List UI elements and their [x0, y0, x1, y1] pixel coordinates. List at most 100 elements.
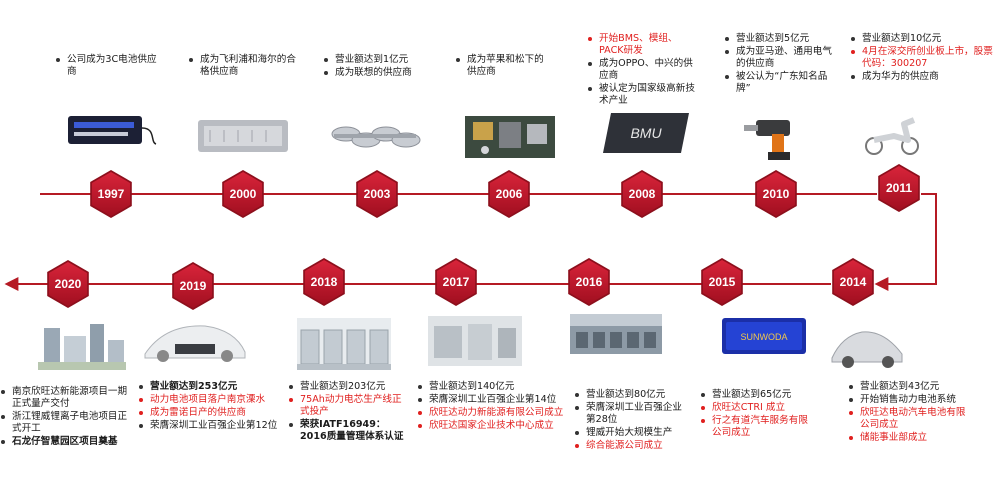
milestone-note: 欣旺达动力新能源有限公司成立 [417, 407, 567, 419]
year-label: 1997 [98, 187, 125, 201]
milestone-note: 被认定为国家级高新技术产业 [587, 83, 697, 107]
milestone-note: 动力电池项目落户南京溧水 [138, 394, 278, 406]
year-hex-2020: 2020 [47, 260, 89, 308]
milestone-note: 行之有道汽车服务有限公司成立 [700, 415, 810, 439]
year-hex-2008: 2008 [621, 170, 663, 218]
hexagon-shape [357, 172, 397, 216]
year-hex-2006: 2006 [488, 170, 530, 218]
milestone-notes-2008: 开始BMS、模组、PACK研发成为OPPO、中兴的供应商被认定为国家级高新技术产… [587, 33, 697, 108]
year-label: 2006 [496, 187, 523, 201]
year-label: 2019 [180, 279, 207, 293]
milestone-note: 4月在深交所创业板上市，股票代码：300207 [850, 46, 998, 70]
bmu-module-image: BMU [603, 113, 689, 153]
year-label: 2016 [576, 275, 603, 289]
milestone-note: 综合能源公司成立 [574, 440, 684, 452]
year-label: 2008 [629, 187, 656, 201]
milestone-note: 营业额达到43亿元 [848, 381, 973, 393]
year-hex-2000: 2000 [222, 170, 264, 218]
year-label: 2015 [709, 275, 736, 289]
year-hexagons: 1997 2000 2003 2006 2008 2010 2011 2014 2015 2016… [47, 164, 920, 310]
hexagon-shape [702, 260, 742, 304]
milestone-note: 开始BMS、模组、PACK研发 [587, 33, 697, 57]
milestone-notes-2000: 成为飞利浦和海尔的合格供应商 [188, 54, 296, 79]
hexagon-shape [223, 172, 263, 216]
year-hex-2003: 2003 [356, 170, 398, 218]
milestone-note: 公司成为3C电池供应商 [55, 54, 163, 78]
milestone-notes-2014: 营业额达到43亿元开始销售动力电池系统欣旺达电动汽车电池有限公司成立储能事业部成… [848, 381, 973, 445]
milestone-note: 营业额达到65亿元 [700, 389, 810, 401]
milestone-note: 储能事业部成立 [848, 432, 973, 444]
milestone-note: 营业额达到80亿元 [574, 389, 684, 401]
milestone-notes-2006: 成为苹果和松下的供应商 [455, 54, 553, 79]
year-hex-2019: 2019 [172, 262, 214, 310]
milestone-notes-2015: 营业额达到65亿元欣旺达CTRI 成立行之有道汽车服务有限公司成立 [700, 389, 810, 440]
ev-chassis-image [144, 325, 246, 362]
hexagon-shape [489, 172, 529, 216]
year-label: 2003 [364, 187, 391, 201]
milestone-notes-2016: 营业额达到80亿元荣膺深圳工业百强企业第28位锂威开始大规模生产综合能源公司成立 [574, 389, 684, 453]
electric-car-image [831, 331, 903, 368]
electric-scooter-image [865, 117, 919, 155]
milestone-note: 成为飞利浦和海尔的合格供应商 [188, 54, 296, 78]
hexagon-shape [833, 260, 873, 304]
year-hex-2011: 2011 [878, 164, 920, 212]
hexagon-shape [173, 264, 213, 308]
milestone-notes-2017: 营业额达到140亿元荣膺深圳工业百强企业第14位欣旺达动力新能源有限公司成立欣旺… [417, 381, 567, 433]
milestone-notes-1997: 公司成为3C电池供应商 [55, 54, 163, 79]
milestone-note: 营业额达到140亿元 [417, 381, 567, 393]
hexagon-shape [436, 260, 476, 304]
year-hex-1997: 1997 [90, 170, 132, 218]
milestone-note: 75Ah动力电芯生产线正式投产 [288, 394, 410, 418]
milestone-note: 成为OPPO、中兴的供应商 [587, 58, 697, 82]
hexagon-shape [879, 166, 919, 210]
power-drill-image [744, 120, 790, 160]
hexagon-shape [622, 172, 662, 216]
milestone-note: 浙江锂威锂离子电池项目正式开工 [0, 411, 130, 435]
factory-line-image [297, 318, 391, 370]
milestone-note: 锂威开始大规模生产 [574, 427, 684, 439]
year-hex-2014: 2014 [832, 258, 874, 306]
year-label: 2010 [763, 187, 790, 201]
milestone-note: 南京欣旺达新能源项目一期正式量产交付 [0, 386, 130, 410]
hexagon-shape [756, 172, 796, 216]
milestone-note: 成为苹果和松下的供应商 [455, 54, 553, 78]
circuit-board-image [465, 116, 555, 158]
sunwoda-battery-image: SUNWODA [722, 318, 806, 354]
year-label: 2018 [311, 275, 338, 289]
svg-text:SUNWODA: SUNWODA [741, 332, 788, 342]
year-hex-2017: 2017 [435, 258, 477, 306]
year-label: 2014 [840, 275, 867, 289]
milestone-note: 成为联想的供应商 [323, 67, 431, 79]
year-label: 2000 [230, 187, 257, 201]
year-hex-2010: 2010 [755, 170, 797, 218]
milestone-note: 荣获IATF16949：2016质量管理体系认证 [288, 419, 410, 443]
year-hex-2015: 2015 [701, 258, 743, 306]
milestone-notes-2020: 南京欣旺达新能源项目一期正式量产交付浙江锂威锂离子电池项目正式开工石龙仔智慧园区… [0, 386, 130, 449]
industrial-park-image [38, 324, 126, 370]
hexagon-shape [48, 262, 88, 306]
milestone-note: 被公认为“广东知名品牌” [724, 71, 839, 95]
milestone-note: 开始销售动力电池系统 [848, 394, 973, 406]
battery-cells-image [331, 126, 421, 148]
milestone-note: 荣膺深圳工业百强企业第12位 [138, 420, 278, 432]
milestone-note: 欣旺达CTRI 成立 [700, 402, 810, 414]
milestone-note: 营业额达到203亿元 [288, 381, 410, 393]
milestone-pictures: BMU SUNWODA [38, 113, 919, 370]
timeline-connectors [4, 193, 937, 291]
milestone-note: 荣膺深圳工业百强企业第28位 [574, 402, 684, 426]
3c-battery-pack-image [68, 116, 157, 145]
milestone-note: 石龙仔智慧园区项目奠基 [0, 436, 130, 448]
milestone-note: 荣膺深圳工业百强企业第14位 [417, 394, 567, 406]
year-hex-2018: 2018 [303, 258, 345, 306]
milestone-notes-2010: 营业额达到5亿元成为亚马逊、通用电气的供应商被公认为“广东知名品牌” [724, 33, 839, 96]
milestone-notes-2003: 营业额达到1亿元成为联想的供应商 [323, 54, 431, 80]
hexagon-shape [91, 172, 131, 216]
hexagon-shape [304, 260, 344, 304]
year-label: 2017 [443, 275, 470, 289]
milestone-note: 营业额达到253亿元 [138, 381, 278, 393]
battery-module-box-image [198, 120, 288, 152]
svg-text:BMU: BMU [630, 125, 662, 141]
milestone-note: 成为华为的供应商 [850, 71, 998, 83]
